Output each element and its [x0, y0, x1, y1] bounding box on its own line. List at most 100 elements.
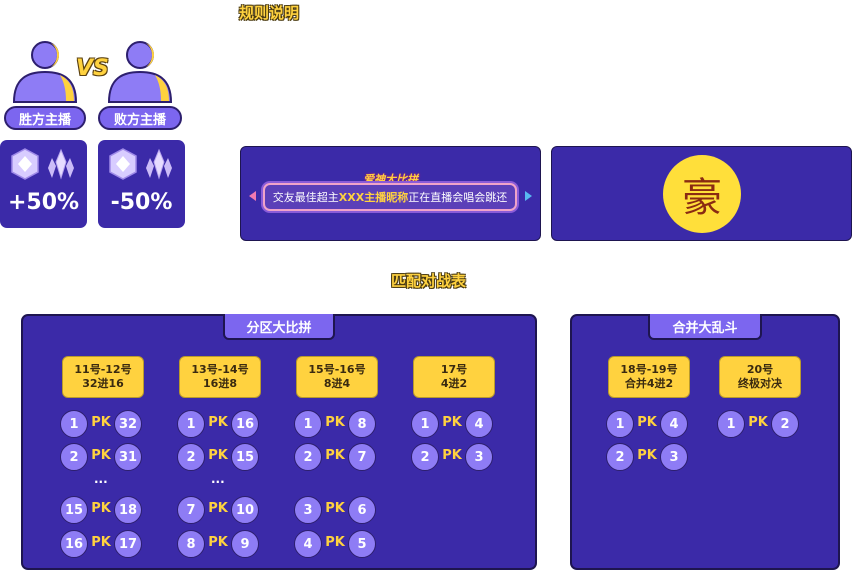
column-header-day: 18号-19号 [620, 363, 678, 376]
seed-b: 4 [660, 410, 688, 438]
column-header-day: 17号 [440, 363, 468, 376]
seed-a: 8 [177, 530, 205, 558]
column-header-day: 11号-12号 [74, 363, 132, 376]
pk-label: PK [637, 415, 657, 430]
column-header-stage: 合并4进2 [624, 377, 674, 390]
seed-a: 7 [177, 496, 205, 524]
banner-text-highlight: XXX主播昵称 [338, 191, 409, 204]
seed-a: 1 [606, 410, 634, 438]
crystal-icon [48, 148, 74, 180]
pk-label: PK [91, 501, 111, 516]
merge-column-header: 20号终极对决 [719, 356, 801, 398]
column-header-day: 20号 [746, 363, 774, 376]
seed-b: 7 [348, 443, 376, 471]
seed-a: 2 [606, 443, 634, 471]
seed-b: 3 [660, 443, 688, 471]
seed-b: 3 [465, 443, 493, 471]
seed-b: 17 [114, 530, 142, 558]
loser-avatar-icon [107, 41, 173, 103]
seed-a: 1 [717, 410, 745, 438]
seed-b: 2 [771, 410, 799, 438]
ellipsis-text: ... [211, 472, 225, 486]
seed-b: 8 [348, 410, 376, 438]
seed-b: 32 [114, 410, 142, 438]
seed-a: 4 [294, 530, 322, 558]
seed-b: 18 [114, 496, 142, 524]
seed-a: 2 [177, 443, 205, 471]
seed-a: 2 [411, 443, 439, 471]
badge-panel: 豪 [551, 146, 852, 241]
hao-badge: 豪 [663, 155, 741, 233]
seed-b: 4 [465, 410, 493, 438]
winner-bonus-value: +50% [7, 190, 80, 215]
arrow-right-icon [525, 191, 532, 201]
pk-label: PK [208, 535, 228, 550]
division-tab: 分区大比拼 [223, 314, 335, 340]
banner-event-title: 爱神大比拼 [363, 173, 418, 186]
seed-a: 1 [177, 410, 205, 438]
pk-label: PK [442, 448, 462, 463]
seed-a: 1 [60, 410, 88, 438]
column-header-stage: 8进4 [323, 377, 351, 390]
column-header-stage: 终极对决 [738, 377, 782, 390]
pk-label: PK [208, 448, 228, 463]
pk-label: PK [91, 415, 111, 430]
seed-a: 1 [411, 410, 439, 438]
gem-icon [11, 148, 39, 180]
pk-label: PK [325, 415, 345, 430]
seed-b: 10 [231, 496, 259, 524]
seed-b: 6 [348, 496, 376, 524]
match-table-title: 匹配对战表 [391, 272, 467, 290]
pk-label: PK [208, 501, 228, 516]
seed-b: 9 [231, 530, 259, 558]
column-header-stage: 32进16 [82, 377, 124, 390]
merge-column-header: 18号-19号合并4进2 [608, 356, 690, 398]
seed-a: 2 [60, 443, 88, 471]
pk-label: PK [748, 415, 768, 430]
column-header-stage: 16进8 [203, 377, 237, 390]
pk-label: PK [208, 415, 228, 430]
seed-b: 31 [114, 443, 142, 471]
arrow-left-icon [249, 191, 256, 201]
pk-label: PK [442, 415, 462, 430]
column-header-stage: 4进2 [440, 377, 468, 390]
pk-label: PK [325, 448, 345, 463]
loser-label: 败方主播 [98, 106, 182, 130]
seed-b: 15 [231, 443, 259, 471]
seed-a: 3 [294, 496, 322, 524]
loser-bonus-card: -50% [98, 140, 185, 228]
gem-icon [109, 148, 137, 180]
loser-bonus-value: -50% [110, 190, 173, 215]
winner-label: 胜方主播 [4, 106, 86, 130]
crystal-icon [146, 148, 172, 180]
winner-avatar-icon [12, 41, 78, 103]
column-header-day: 15号-16号 [308, 363, 366, 376]
winner-bonus-card: +50% [0, 140, 87, 228]
rules-title: 规则说明 [239, 4, 300, 22]
seed-b: 5 [348, 530, 376, 558]
banner-text-after: 正在直播会唱会跳还 [408, 191, 508, 204]
pk-label: PK [325, 501, 345, 516]
